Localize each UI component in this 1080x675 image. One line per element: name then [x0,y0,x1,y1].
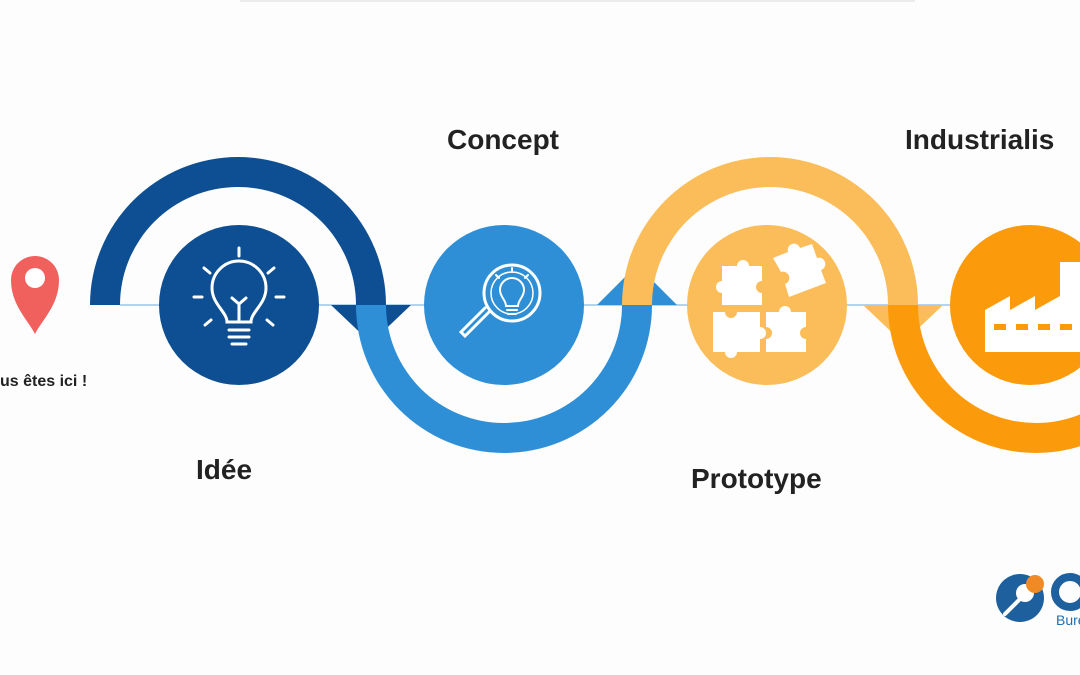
logo-text: Bure [1056,612,1080,628]
step-label-concept: Concept [447,124,559,155]
logo-icon [996,573,1080,622]
map-pin-icon [11,256,59,334]
step-idee-circle [159,225,319,385]
step-label-prototype: Prototype [691,463,822,494]
top-divider [240,0,915,2]
lightbulb-icon [192,246,286,346]
magnifier-lightbulb-icon [458,263,542,339]
step-label-idee: Idée [196,454,253,485]
puzzle-icon [713,243,826,358]
factory-icon [985,262,1080,352]
step-industrialisation-circle [950,225,1080,385]
step-concept-circle [424,225,584,385]
arc-industrialisation [888,305,1080,453]
step-prototype-circle [687,225,847,385]
location-label: us êtes ici ! [0,373,88,390]
step-label-industrialisation: Industrialis [905,124,1055,155]
